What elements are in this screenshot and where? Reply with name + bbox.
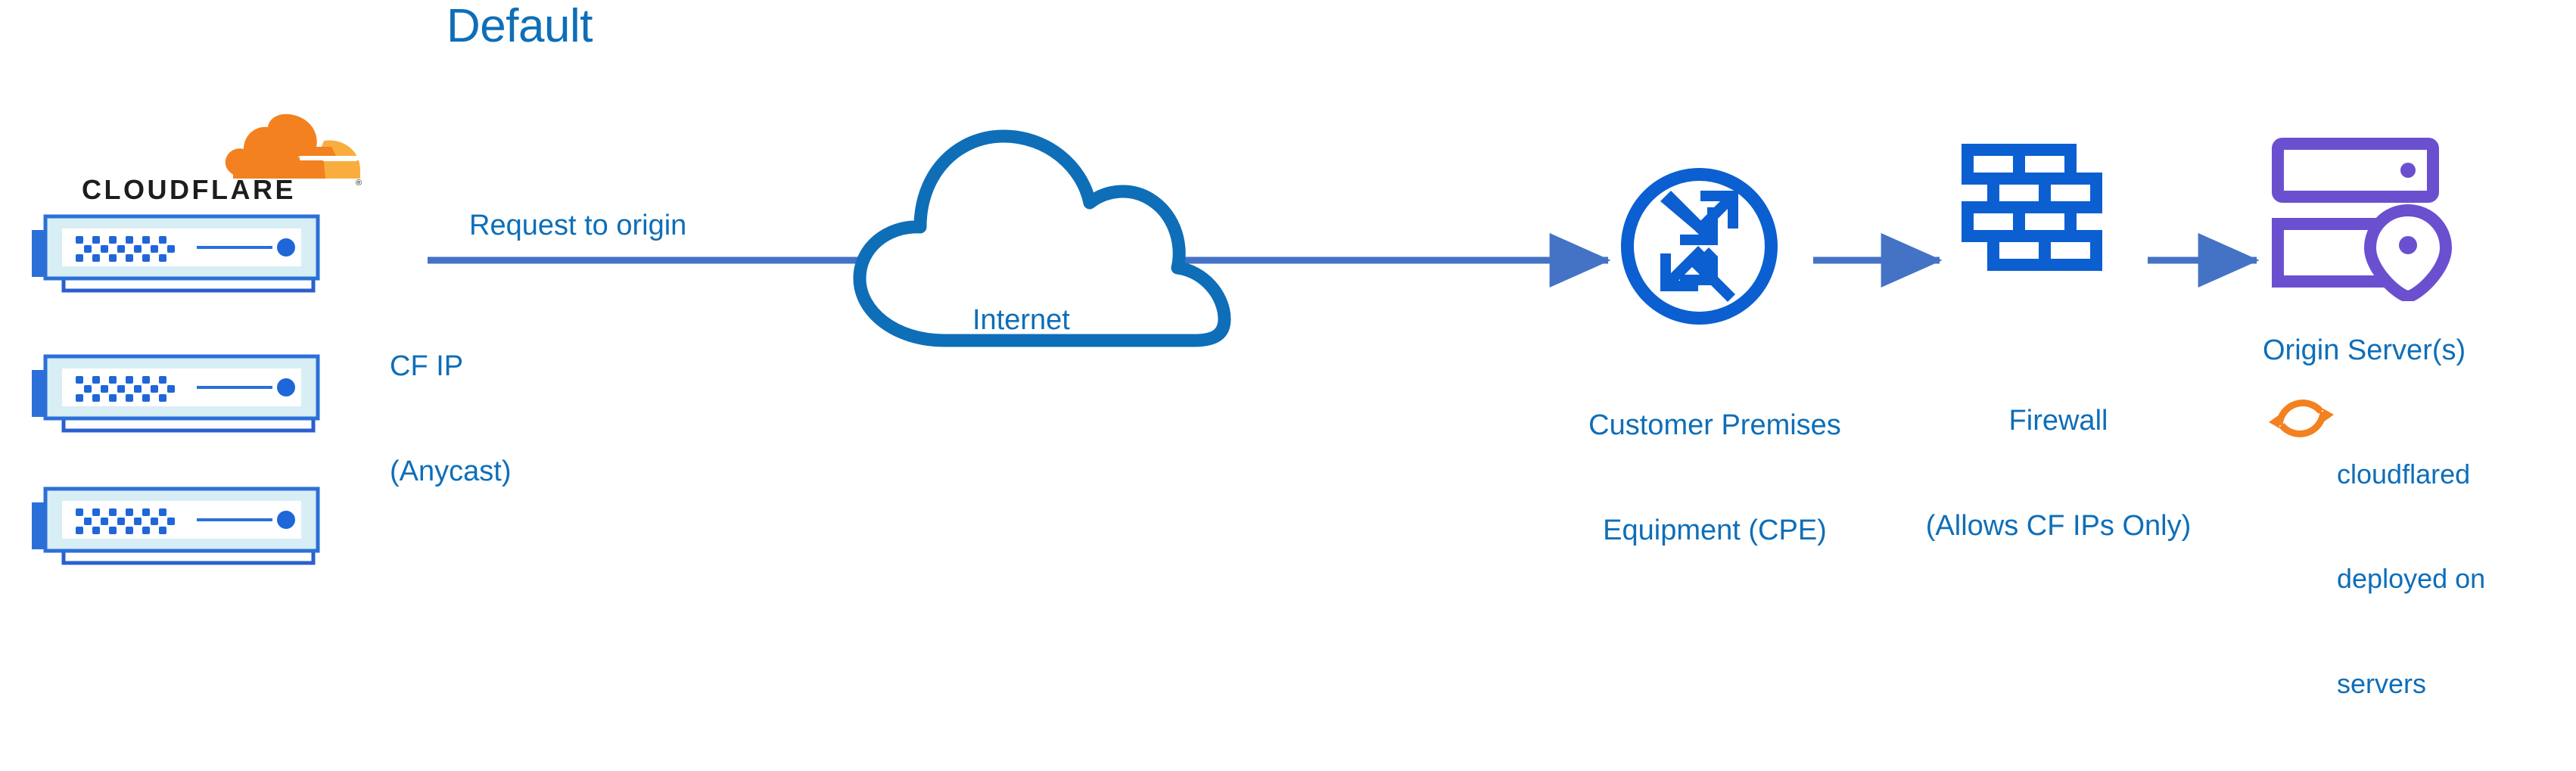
sync-refresh-circular-arrows-icon [2269,399,2334,437]
cf-ip-line-1: CF IP [390,350,464,382]
server-rack-location-pin-icon [2272,138,2453,301]
cloudflare-server-icon [32,354,320,433]
firewall-label-line-2: (Allows CF IPs Only) [1925,509,2192,542]
origin-server-label: Origin Server(s) [2263,334,2466,366]
router-circle-arrows-icon [1621,168,1778,325]
cloudflare-wordmark: CLOUDFLARE ® [82,176,362,205]
cloudflared-line-2: deployed on [2337,563,2486,595]
firewall-label-line-1: Firewall [2008,404,2108,437]
brick-wall-icon [1962,144,2102,271]
internet-cloud-icon [853,129,1231,347]
cf-ip-anycast-label: CF IP (Anycast) [390,278,511,559]
cpe-label-line-1: Customer Premises [1588,409,1841,441]
svg-text:®: ® [356,179,362,188]
cloudflare-server-icon [32,487,320,565]
cloudflared-line-3: servers [2337,667,2427,699]
internet-label: Internet [972,304,1070,336]
cloudflared-line-1: cloudflared [2337,459,2471,490]
cpe-label: Customer Premises Equipment (CPE) [1556,337,1874,618]
request-to-origin-label: Request to origin [469,210,687,241]
page-title: Default [446,0,593,52]
firewall-label: Firewall (Allows CF IPs Only) [1888,333,2229,614]
cloudflare-logo: CLOUDFLARE ® [38,113,362,205]
diagram-canvas: Default CLOUDFLARE ® [32,0,2485,699]
cf-ip-line-2: (Anycast) [390,455,512,487]
cpe-label-line-2: Equipment (CPE) [1603,514,1827,546]
cloudflared-label: cloudflared deployed on servers [2337,387,2564,771]
cloudflare-server-icon [32,214,320,293]
svg-text:CLOUDFLARE: CLOUDFLARE [82,176,296,205]
cloudflare-cloud-logo-icon [225,113,362,179]
